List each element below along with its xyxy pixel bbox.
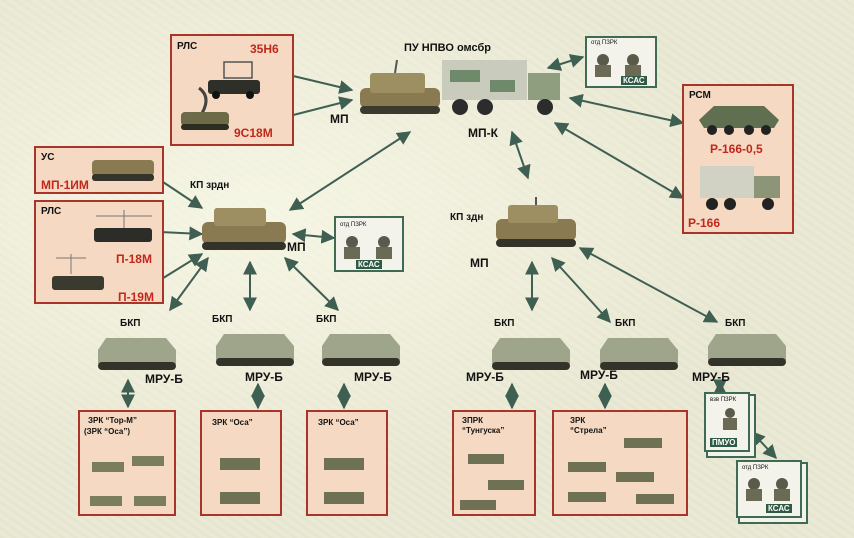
bkp-vehicle-icon-5 <box>600 338 678 370</box>
osa1-vehicles-icon <box>220 458 260 504</box>
bkp-vehicle-icon-1 <box>98 338 176 370</box>
tunguska-vehicles-icon <box>460 454 524 510</box>
otd-pzrk-top-label: отд ПЗРК <box>591 40 618 46</box>
mp-top-label: МП <box>330 112 349 126</box>
vzv-pzrk-label: взв ПЗРК <box>710 397 737 403</box>
osa-box-2: ЗРК “Оса” <box>306 410 388 516</box>
kp-zrdn-mp-label: МП <box>287 240 306 254</box>
soldiers-icon <box>746 478 790 501</box>
radar-p18m-icon <box>94 210 152 242</box>
radar-35n6-icon <box>208 61 260 99</box>
strela-label-1: ЗРК <box>570 416 586 425</box>
soldiers-icon <box>595 54 641 77</box>
otd-pzrk-bottom-box: отд ПЗРК КСАС <box>736 460 802 518</box>
pmuo-label: ПМУО <box>710 438 738 447</box>
osa-box-1: ЗРК “Оса” <box>200 410 282 516</box>
ksas-mid-label: КСАС <box>356 260 382 269</box>
pu-npvo-title: ПУ НПВО омсбр <box>404 42 491 54</box>
rls-left-title: РЛС <box>41 206 62 217</box>
r166-label: Р-166 <box>688 216 721 230</box>
rls-35n6-label: 35Н6 <box>250 42 279 56</box>
radar-p19m-icon <box>52 254 104 290</box>
otd-pzrk-top-box: отд ПЗРК КСАС <box>585 36 657 88</box>
soldier-icon <box>723 408 737 430</box>
otd-pzrk-bottom-label: отд ПЗРК <box>742 465 769 471</box>
osa1-label: ЗРК “Оса” <box>212 418 253 427</box>
mp1im-vehicle-icon <box>92 160 154 181</box>
bkp-label-6: БКП <box>725 318 746 329</box>
us-title: УС <box>41 152 55 163</box>
kp-zdn-mp-label: МП <box>470 256 489 270</box>
vzv-pzrk-box: взв ПЗРК ПМУО <box>704 392 750 452</box>
mp-vehicle-icon <box>355 58 445 125</box>
btr-icon <box>699 106 779 135</box>
kp-zdn-vehicle-icon <box>490 195 582 266</box>
r166-05-label: Р-166-0,5 <box>710 142 763 156</box>
mpk-label: МП-К <box>468 126 498 140</box>
tung-label-1: ЗПРК <box>462 416 483 425</box>
mp1im-label: МП-1ИМ <box>41 178 89 192</box>
bkp-vehicle-icon-4 <box>492 338 570 370</box>
ksas-bottom-label: КСАС <box>766 504 792 513</box>
rls-9s18m-label: 9С18М <box>234 126 273 140</box>
tor-vehicles-icon <box>90 456 166 506</box>
otd-pzrk-mid-box: отд ПЗРК КСАС <box>334 216 404 272</box>
rls-top-box: РЛС 35Н6 9С18М <box>170 34 294 146</box>
bkp-label-4: БКП <box>494 318 515 329</box>
tor-label-2: (ЗРК “Оса”) <box>84 427 130 436</box>
bkp-label-3: БКП <box>316 314 337 325</box>
truck-mpk-icon <box>440 55 565 125</box>
tunguska-box: ЗПРК “Тунгуска” <box>452 410 536 516</box>
osa2-label: ЗРК “Оса” <box>318 418 359 427</box>
bkp-vehicle-icon-2 <box>216 334 294 366</box>
p18m-label: П-18М <box>116 252 152 266</box>
p19m-label: П-19М <box>118 290 154 304</box>
bkp-label-2: БКП <box>212 314 233 325</box>
bkp-label-1: БКП <box>120 318 141 329</box>
mru-label-1: МРУ-Б <box>145 372 183 386</box>
bkp-vehicle-icon-6 <box>708 334 786 366</box>
otd-pzrk-mid-label: отд ПЗРК <box>340 222 367 228</box>
us-box: УС МП-1ИМ <box>34 146 164 194</box>
mru-label-4: МРУ-Б <box>466 370 504 384</box>
kp-zdn-title: КП здн <box>450 212 484 223</box>
kp-zrdn-vehicle-icon <box>196 198 292 267</box>
ksas-top-label: КСАС <box>621 76 647 85</box>
mru-label-2: МРУ-Б <box>245 370 283 384</box>
radar-9s18m-icon <box>181 86 229 130</box>
kp-zrdn-title: КП зрдн <box>190 180 230 191</box>
rsm-box: РСМ Р-166-0,5 Р-166 <box>682 84 794 234</box>
rls-left-box: РЛС П-18М П-19М <box>34 200 164 304</box>
strela-vehicles-icon <box>568 438 674 504</box>
strela-label-2: “Стрела” <box>570 426 607 435</box>
soldiers-icon <box>344 236 392 259</box>
rsm-title: РСМ <box>689 90 711 101</box>
tor-osa-box: ЗРК “Тор-М” (ЗРК “Оса”) <box>78 410 176 516</box>
bkp-label-5: БКП <box>615 318 636 329</box>
mru-label-5: МРУ-Б <box>580 368 618 382</box>
ural-truck-icon <box>700 166 780 210</box>
bkp-vehicle-icon-3 <box>322 334 400 366</box>
mru-label-6: МРУ-Б <box>692 370 730 384</box>
mru-label-3: МРУ-Б <box>354 370 392 384</box>
strela-box: ЗРК “Стрела” <box>552 410 688 516</box>
tor-label-1: ЗРК “Тор-М” <box>88 416 137 425</box>
osa2-vehicles-icon <box>324 458 364 504</box>
rls-top-title: РЛС <box>177 41 198 52</box>
tung-label-2: “Тунгуска” <box>462 426 505 435</box>
